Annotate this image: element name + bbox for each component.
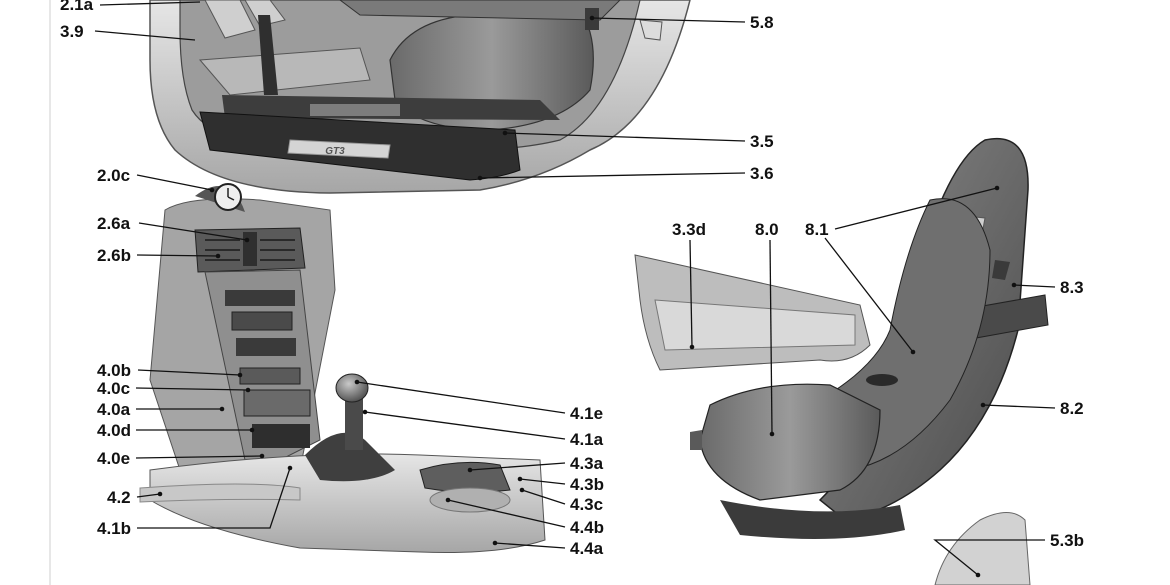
shift-knob [335,373,369,403]
pedal [204,0,256,39]
leader-3-5 [504,132,746,142]
callout-5-3b: 5.3b [1050,531,1084,550]
callout-4-2: 4.2 [107,488,131,507]
leader-4-4b [447,499,566,528]
callout-4-1e: 4.1e [570,404,603,423]
seat-adjuster [690,430,702,450]
steering-column [258,15,278,95]
leader-dots [157,15,1017,578]
callout-2-6b: 2.6b [97,246,131,265]
leader-5-8 [591,17,746,23]
callout-4-4a: 4.4a [570,539,604,558]
seat-rotary-knob [934,512,1031,585]
seat-vent [866,374,898,386]
callout-4-0e: 4.0e [97,449,130,468]
radio-display [231,311,293,331]
harness-slot-side [992,260,1010,280]
leader-4-1b [137,467,291,529]
door-latch [639,19,663,41]
leader-4-1e [356,381,566,414]
callout-3-6: 3.6 [750,164,774,183]
leader-2-6a [138,222,248,241]
center-console-illustration [139,183,546,553]
callout-4-0a: 4.0a [97,400,131,419]
leader-3-6 [479,172,746,179]
callout-8-0: 8.0 [755,220,779,239]
leader-4-3b [519,478,566,485]
pedal [244,0,286,27]
callout-3-5: 3.5 [750,132,774,151]
callout-8-3: 8.3 [1060,278,1084,297]
callout-4-0d: 4.0d [97,421,131,440]
shift-boot [305,432,395,482]
callout-4-3b: 4.3b [570,475,604,494]
leader-4-3c [521,489,566,505]
callout-4-3c: 4.3c [570,495,603,514]
leader-4-0b [137,369,241,376]
callout-4-0c: 4.0c [97,379,130,398]
callout-3-3d: 3.3d [672,220,706,239]
climate-buttons [239,367,301,385]
leader-8-1a [834,187,998,230]
sill-badge-text: GT3 [325,146,345,157]
bucket-seat-illustration [634,137,1049,585]
leader-4-3a [469,462,566,471]
leader-4-2 [136,493,161,498]
leader-lines [94,1,1056,576]
storage-tray [252,424,310,448]
radio-controls [236,338,296,356]
leader-5-3b [933,539,1045,576]
callout-2-1a: 2.1a [60,0,94,14]
callout-4-1a: 4.1a [570,430,604,449]
leader-2-6b [136,254,219,257]
leader-8-0 [769,239,773,435]
leader-2-1a [99,1,201,6]
hazard-switch [243,232,257,266]
callout-4-4b: 4.4b [570,518,604,537]
callout-5-8: 5.8 [750,13,774,32]
callout-labels: 2.1a 3.9 5.8 3.5 3.6 2.0c 2.6a 2.6b 4.0b… [60,0,1084,558]
callout-3-9: 3.9 [60,22,84,41]
seat-base-rail [720,500,905,539]
door-seat-back [339,0,621,21]
leader-4-0e [135,455,263,459]
leader-8-3 [1013,284,1056,288]
shift-lever [345,395,363,450]
callout-8-1: 8.1 [805,220,829,239]
door-opening-illustration: GT3 [149,0,691,194]
leader-4-0c [135,387,249,391]
vent-slats [205,239,295,261]
climate-controls [243,389,311,417]
leader-8-2 [982,404,1056,409]
floor-mat [198,47,371,96]
callout-4-3a: 4.3a [570,454,604,473]
door-armrest [654,299,856,351]
callout-4-0b: 4.0b [97,361,131,380]
leader-4-4a [494,542,566,549]
leader-4-1a [364,411,566,440]
leader-3-3d [689,239,693,348]
callout-2-6a: 2.6a [97,214,131,233]
radio-buttons [225,290,295,306]
cup-holder-cover [429,487,511,513]
leader-2-0c [136,174,213,191]
seat-rail [310,104,400,116]
callout-8-2: 8.2 [1060,399,1084,418]
sill-badge-plate [287,139,391,159]
callout-2-0c: 2.0c [97,166,130,185]
leader-3-9 [94,30,196,41]
leader-8-1b [824,237,914,353]
console-trim [139,483,301,503]
callout-4-1b: 4.1b [97,519,131,538]
seat-cushion [699,383,881,501]
